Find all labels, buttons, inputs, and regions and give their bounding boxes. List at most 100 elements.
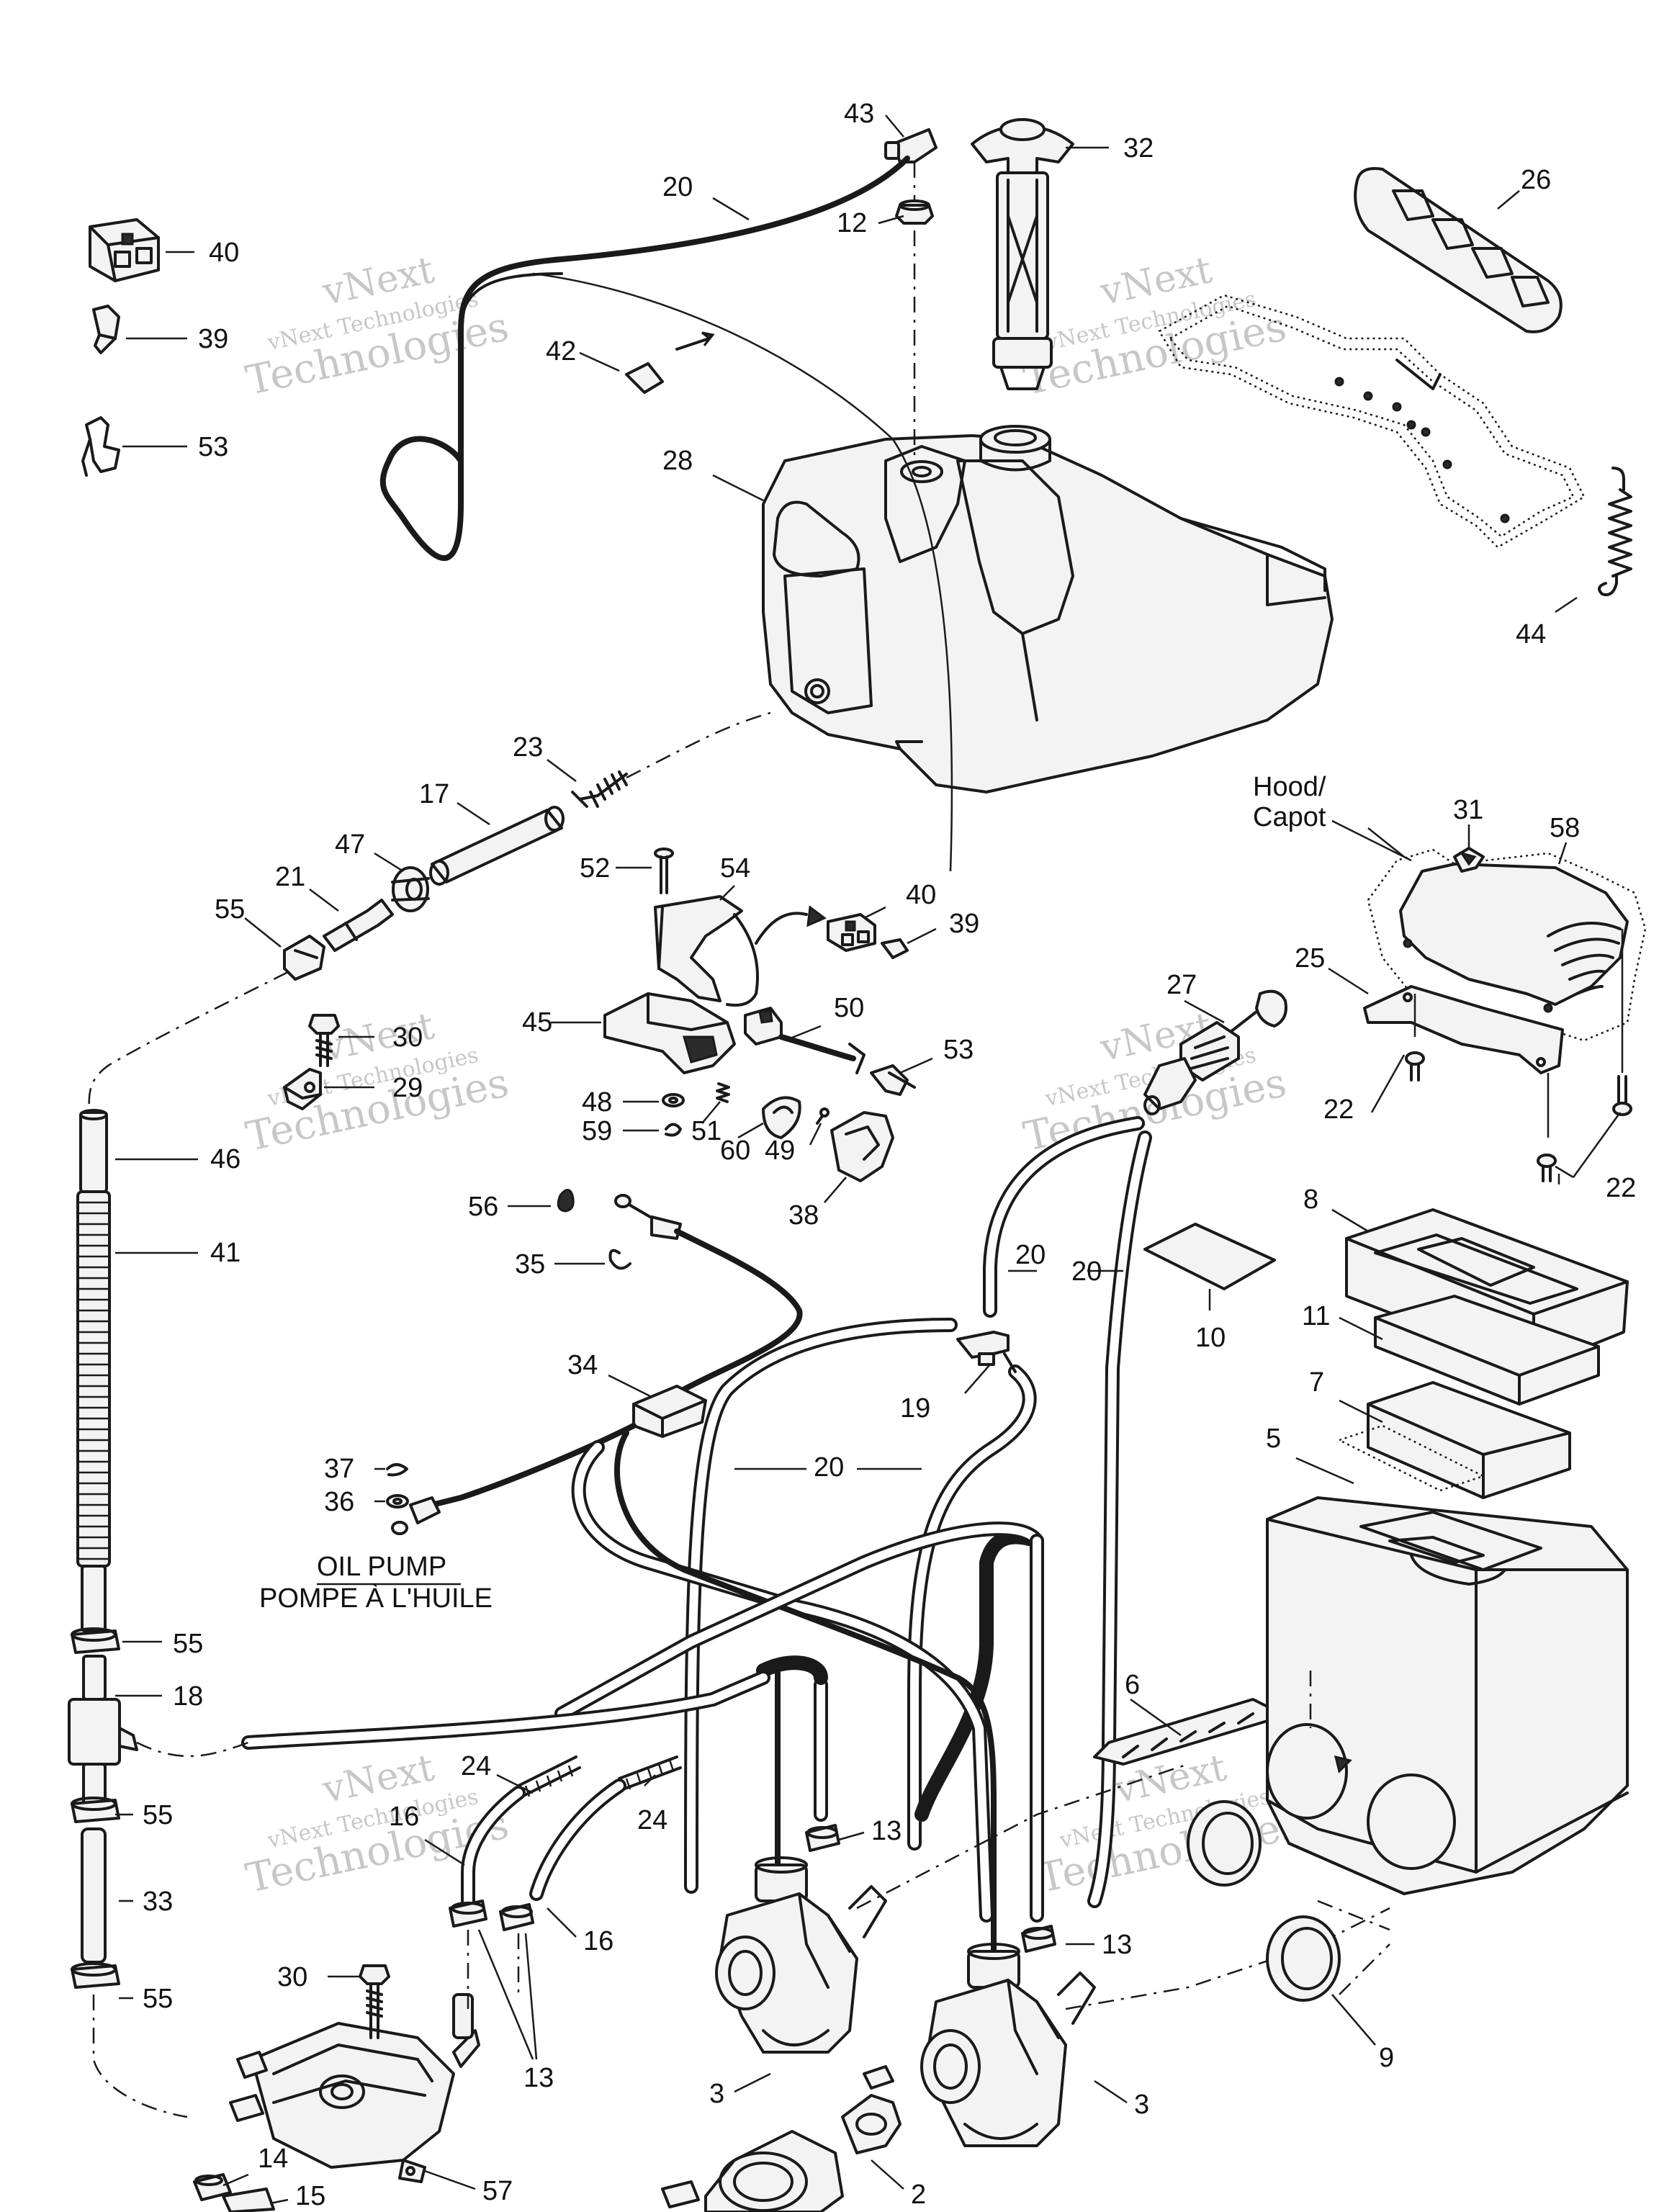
- hose-clip-42: [625, 331, 715, 394]
- callout-53-top: 53: [198, 432, 228, 462]
- callout-20-mid-right: 20: [1071, 1256, 1102, 1287]
- callout-60: 60: [720, 1136, 750, 1166]
- callout-22-right: 22: [1606, 1173, 1636, 1203]
- callout-50: 50: [834, 993, 864, 1023]
- callout-43: 43: [844, 99, 874, 129]
- screw-22-left: [1405, 994, 1425, 1082]
- foam-10: [1143, 1223, 1276, 1290]
- callout-55-a: 55: [173, 1629, 203, 1659]
- callout-9: 9: [1379, 2043, 1394, 2073]
- oil-pump-label-en: OIL PUMP: [317, 1552, 446, 1582]
- callout-54: 54: [720, 853, 750, 884]
- clamp-55-top: [283, 935, 325, 981]
- clamp-55-b: [71, 1797, 120, 1823]
- boot-dash: [1317, 1899, 1390, 1995]
- terminal-39-mid: [881, 938, 909, 959]
- fuel-tank: [762, 425, 1334, 793]
- fuel-path-left: [88, 971, 289, 1117]
- callout-44: 44: [1516, 619, 1546, 649]
- callout-30-bottom: 30: [277, 1962, 307, 1992]
- clip-59: [665, 1123, 682, 1137]
- cable-end-pump: [391, 1496, 441, 1535]
- callout-12: 12: [837, 208, 867, 238]
- clamp-13-a: [449, 1899, 487, 1928]
- boot-9-lower: [1266, 1915, 1341, 2002]
- vent-line-top: [379, 156, 953, 872]
- emblem-31: [1453, 847, 1485, 873]
- callout-57: 57: [482, 2176, 513, 2206]
- callout-37: 37: [324, 1454, 354, 1484]
- callout-11: 11: [1302, 1301, 1330, 1331]
- callout-7: 7: [1309, 1367, 1324, 1398]
- carburetor-right: [920, 1943, 1096, 2147]
- grommet: [895, 199, 934, 461]
- filter-element-11: [1374, 1295, 1600, 1406]
- callout-25: 25: [1295, 943, 1325, 974]
- connector-40-top: [89, 218, 160, 282]
- callout-51: 51: [691, 1116, 721, 1146]
- fuel-line-46: [79, 1109, 108, 1193]
- callout-32: 32: [1123, 133, 1154, 163]
- callout-30-mid: 30: [392, 1022, 423, 1053]
- callout-15: 15: [295, 2181, 325, 2211]
- callout-3-left: 3: [709, 2079, 724, 2109]
- callout-42: 42: [546, 336, 576, 367]
- hose-15: [222, 2188, 275, 2212]
- callout-39-mid: 39: [949, 909, 979, 939]
- callout-18: 18: [173, 1681, 203, 1712]
- callout-31: 31: [1453, 795, 1483, 825]
- callout-20-mid-left: 20: [1015, 1240, 1046, 1270]
- fuel-filter-23: [571, 711, 771, 808]
- callout-24-left: 24: [461, 1751, 491, 1781]
- callout-45: 45: [522, 1007, 552, 1038]
- hose-33: [81, 1827, 107, 1964]
- callout-41: 41: [210, 1238, 240, 1268]
- clamp-13-d: [1021, 1534, 1056, 1953]
- callout-36: 36: [324, 1487, 354, 1517]
- watermark-1: vNext vNext Technologies Technologies: [242, 248, 513, 405]
- oil-pump-cable: [674, 1228, 803, 1396]
- callout-2: 2: [911, 2180, 926, 2210]
- callout-24-right: 24: [637, 1805, 667, 1835]
- callout-48: 48: [582, 1087, 612, 1118]
- clip-35: [608, 1249, 631, 1270]
- bracket-6: [1093, 1698, 1269, 1766]
- callout-58: 58: [1550, 813, 1580, 843]
- callout-14: 14: [258, 2144, 288, 2174]
- callout-8: 8: [1303, 1184, 1318, 1215]
- cable-end-56: [614, 1194, 682, 1240]
- callout-13-bottom: 13: [523, 2063, 554, 2093]
- primer-27: [1143, 989, 1287, 1115]
- spring-51: [716, 1082, 730, 1103]
- callout-20-low: 20: [814, 1452, 844, 1483]
- callout-26: 26: [1521, 165, 1551, 195]
- screw-52: [654, 848, 674, 894]
- callout-38: 38: [788, 1200, 819, 1231]
- primer-housing-45: [603, 992, 736, 1074]
- clamp-14: [193, 2173, 232, 2201]
- oil-drop-56: [557, 1189, 575, 1213]
- hose-24-right: [529, 1755, 682, 1901]
- hood-label-en: Hood/: [1253, 772, 1326, 802]
- carburetor-left: [715, 1856, 887, 2054]
- watermark-3: vNext vNext Technologies Technologies: [242, 1004, 513, 1161]
- callout-19: 19: [900, 1393, 930, 1424]
- screw-22-mid: [1537, 1073, 1557, 1182]
- washer-48: [662, 1093, 685, 1107]
- washer-36: [386, 1494, 409, 1509]
- callout-35: 35: [515, 1249, 545, 1280]
- callout-47: 47: [335, 830, 365, 860]
- vent-elbow: [884, 128, 938, 202]
- callout-55-b: 55: [143, 1800, 173, 1830]
- callout-34: 34: [567, 1350, 598, 1380]
- watermark-6: vNext vNext Technologies Technologies: [1034, 1746, 1305, 1902]
- bolt-30-mid: [308, 1014, 340, 1067]
- hose-24-left: [461, 1755, 581, 1908]
- callout-13-top: 13: [871, 1816, 902, 1846]
- callout-46: 46: [210, 1144, 240, 1174]
- knob-38: [830, 1111, 894, 1182]
- grommet-47: [391, 866, 430, 912]
- bracket-29: [283, 1068, 322, 1110]
- callout-56: 56: [468, 1192, 498, 1222]
